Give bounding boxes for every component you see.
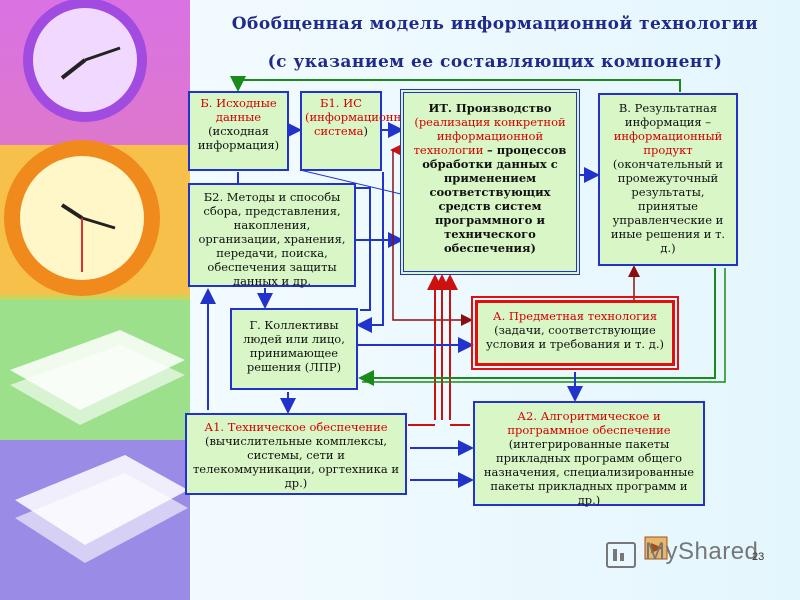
- box-subject-technology-title: А. Предметная технология: [493, 309, 657, 323]
- box-information-system: Б1. ИС (информационная система): [300, 91, 382, 171]
- box-result-red: информационный продукт: [614, 129, 723, 157]
- box-software-text: (интегрированные пакеты прикладных прогр…: [484, 437, 694, 507]
- box-hardware-title: А1. Техническое обеспечение: [204, 420, 387, 434]
- box-hardware: А1. Техническое обеспечение (вычислитель…: [185, 413, 407, 495]
- box-it-production-text: – процессов обработки данных с применени…: [422, 143, 566, 255]
- box-it-production: ИТ. Производство (реализация конкретной …: [400, 89, 580, 275]
- box-hardware-text: (вычислительные комплексы, системы, сети…: [193, 434, 399, 490]
- page-number: 23: [752, 551, 764, 563]
- box-subject-technology-text: (задачи, соответствующие условия и требо…: [486, 323, 664, 351]
- box-software-title: А2. Алгоритмическое и программное обеспе…: [507, 409, 670, 437]
- box-methods-text: Б2. Методы и способы сбора, представлени…: [198, 190, 345, 288]
- box-it-production-title: ИТ. Производство: [429, 101, 552, 115]
- box-decision-makers: Г. Коллективы людей или лицо, принимающе…: [230, 308, 358, 390]
- box-result-text: (окончательный и промежуточный результат…: [611, 157, 725, 255]
- box-methods: Б2. Методы и способы сбора, представлени…: [188, 183, 356, 287]
- box-information-system-text: ): [364, 124, 369, 138]
- box-input-data-title: Б. Исходные данные: [200, 96, 276, 124]
- box-result-title: В. Результатная информация –: [619, 101, 717, 129]
- box-subject-technology: А. Предметная технология (задачи, соотве…: [475, 300, 675, 366]
- box-input-data: Б. Исходные данные (исходная информация): [188, 91, 289, 171]
- box-decision-makers-text: Г. Коллективы людей или лицо, принимающе…: [243, 318, 345, 374]
- box-result-information: В. Результатная информация – информацион…: [598, 93, 738, 266]
- box-input-data-text: (исходная информация): [198, 124, 279, 152]
- box-software: А2. Алгоритмическое и программное обеспе…: [473, 401, 705, 506]
- logo-text: MyShared: [645, 538, 758, 566]
